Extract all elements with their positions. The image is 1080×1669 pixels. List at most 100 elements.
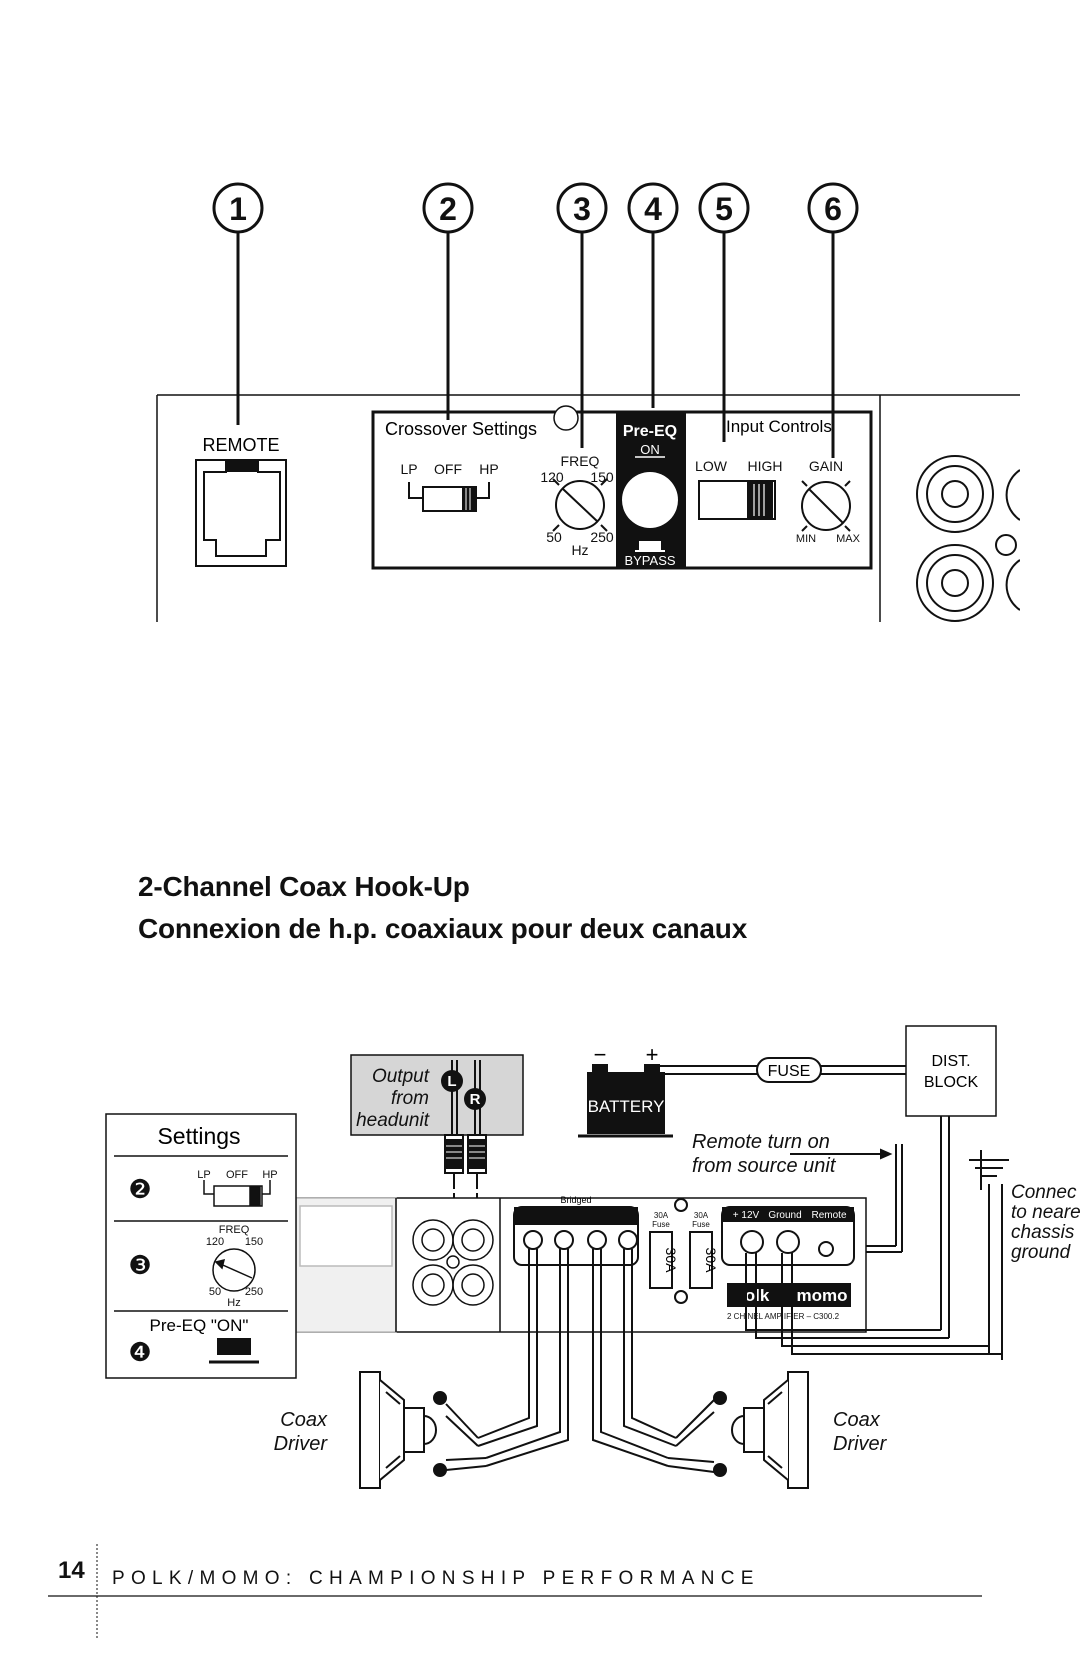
- ground-line-2: to neare: [1011, 1202, 1080, 1223]
- freq-knob: [552, 478, 608, 532]
- driver-right-line-2: Driver: [833, 1433, 888, 1455]
- fuse-1-value: 30A: [663, 1248, 679, 1274]
- settings-freq-label: FREQ: [219, 1224, 250, 1236]
- power-terminal-block: [721, 1206, 855, 1266]
- section-title-en: 2-Channel Coax Hook-Up: [138, 871, 470, 902]
- settings-step-3: ❸: [128, 1250, 151, 1280]
- speaker-terminal-block: [513, 1206, 639, 1266]
- settings-xover-off: OFF: [226, 1169, 248, 1181]
- crossover-switch: [408, 482, 490, 512]
- settings-freq-knob: [212, 1248, 256, 1292]
- settings-step-2: ❷: [128, 1174, 151, 1204]
- settings-xover-hp: HP: [262, 1169, 277, 1181]
- brand-polk: olk: [745, 1286, 770, 1305]
- battery-minus: −: [594, 1042, 607, 1067]
- driver-left-line-2: Driver: [274, 1433, 329, 1455]
- input-controls-title: Input Controls: [726, 417, 832, 436]
- amp-power-ground-wires: [745, 1253, 1002, 1355]
- speaker-wires-left: [445, 1249, 569, 1471]
- running-title: POLK/MOMO: CHAMPIONSHIP PERFORMANCE: [112, 1568, 760, 1589]
- callout-6: 6: [824, 191, 842, 227]
- remote-jack: [195, 459, 287, 567]
- power-ground: Ground: [768, 1210, 801, 1221]
- remote-wire: [790, 1144, 903, 1253]
- settings-xover-switch: [203, 1180, 271, 1207]
- settings-box: [105, 1113, 297, 1379]
- freq-tick-150: 150: [590, 469, 614, 485]
- settings-preeq-label: Pre-EQ "ON": [150, 1316, 249, 1335]
- channel-markers: [441, 1070, 486, 1110]
- fuse-1-sub: Fuse: [652, 1220, 670, 1229]
- footer-rules: [48, 1544, 982, 1640]
- settings-freq-120: 120: [206, 1236, 224, 1248]
- gain-knob: [801, 480, 851, 532]
- output-line-3: headunit: [356, 1110, 430, 1131]
- ground-line-4: ground: [1011, 1242, 1072, 1263]
- speaker-wires-right: [592, 1249, 715, 1473]
- gain-label: GAIN: [809, 458, 843, 474]
- callout-1: 1: [229, 191, 247, 227]
- settings-title: Settings: [157, 1123, 240, 1149]
- callout-5: 5: [715, 191, 733, 227]
- pre-eq-on: ON: [640, 442, 660, 457]
- brand-momo: momo: [797, 1286, 848, 1305]
- amplifier-end-panel: [156, 394, 1020, 622]
- bridged-label: Bridged: [560, 1195, 591, 1205]
- settings-freq-150: 150: [245, 1236, 263, 1248]
- pre-eq-title: Pre-EQ: [623, 423, 677, 440]
- power-plus12: + 12V: [733, 1210, 760, 1221]
- page-number: 14: [58, 1557, 85, 1584]
- output-line-2: from: [391, 1088, 429, 1109]
- driver-right-line-1: Coax: [833, 1409, 881, 1431]
- input-low: LOW: [695, 458, 728, 474]
- settings-xover-lp: LP: [197, 1169, 210, 1181]
- fuse-2-sub: Fuse: [692, 1220, 710, 1229]
- callout-3: 3: [573, 191, 591, 227]
- remote-line-2: from source unit: [692, 1155, 837, 1177]
- power-remote: Remote: [811, 1210, 846, 1221]
- fuse-label: FUSE: [768, 1063, 811, 1080]
- ground-symbol: [969, 1150, 1009, 1360]
- fuse-2-value: 30A: [703, 1248, 719, 1274]
- amp-brand-bar: [727, 1283, 851, 1307]
- channel-left-label: L: [447, 1073, 456, 1090]
- settings-freq-hz: Hz: [227, 1297, 240, 1309]
- input-level-switch: [698, 480, 776, 520]
- channel-right-label: R: [470, 1091, 481, 1108]
- amp-model: 2 CH NEL AMP IFIER – C300.2: [727, 1312, 840, 1321]
- fuse-1-top: 30A: [654, 1211, 669, 1220]
- ground-line-1: Connec: [1011, 1182, 1077, 1203]
- crossover-lp: LP: [400, 461, 417, 477]
- freq-tick-250: 250: [590, 529, 614, 545]
- gain-max: MAX: [836, 533, 861, 545]
- rca-cables: [444, 1060, 487, 1253]
- output-line-1: Output: [372, 1066, 430, 1087]
- settings-freq-250: 250: [245, 1286, 263, 1298]
- callout-markers: [212, 182, 859, 458]
- fuse-2-top: 30A: [694, 1211, 709, 1220]
- battery-plus: +: [646, 1042, 659, 1067]
- amp-fuses: [649, 1198, 713, 1304]
- pre-eq-button: [622, 456, 678, 552]
- callout-2: 2: [439, 191, 457, 227]
- driver-left-line-1: Coax: [280, 1409, 328, 1431]
- battery-label: BATTERY: [588, 1097, 665, 1116]
- gain-min: MIN: [796, 533, 816, 545]
- crossover-off: OFF: [434, 461, 462, 477]
- coax-driver-right: [713, 1371, 809, 1489]
- section-title-fr: Connexion de h.p. coaxiaux pour deux can…: [138, 913, 748, 944]
- freq-hz: Hz: [571, 542, 588, 558]
- dist-block-line-1: DIST.: [931, 1053, 970, 1070]
- crossover-hp: HP: [479, 461, 498, 477]
- freq-tick-120: 120: [540, 469, 564, 485]
- input-high: HIGH: [748, 458, 783, 474]
- freq-tick-50: 50: [546, 529, 562, 545]
- headunit-output: [350, 1054, 524, 1136]
- crossover-title: Crossover Settings: [385, 419, 537, 439]
- dist-block-line-2: BLOCK: [924, 1074, 979, 1091]
- settings-preeq-button: [209, 1338, 259, 1364]
- remote-line-1: Remote turn on: [692, 1131, 830, 1153]
- battery: [578, 1064, 673, 1138]
- settings-freq-50: 50: [209, 1286, 221, 1298]
